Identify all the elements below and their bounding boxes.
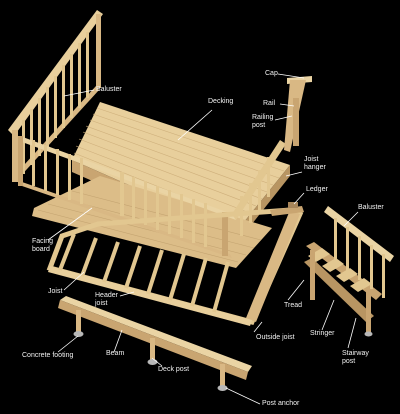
header-joist-piece (48, 266, 252, 326)
stairway-post-1 (310, 250, 315, 300)
label-baluster-right: Baluster (358, 204, 384, 211)
label-tread: Tread (284, 302, 303, 309)
label-beam: Beam (106, 350, 125, 357)
left-top-rail (8, 10, 103, 136)
label-stringer: Stringer (310, 330, 335, 337)
label-joist-hanger: Joist hanger (304, 156, 326, 171)
label-deck-post: Deck post (158, 366, 190, 373)
front-balusters (32, 140, 207, 247)
front-right-post (222, 212, 228, 256)
decking-boards (73, 107, 285, 222)
leader-lines (47, 73, 359, 405)
left-railing (8, 10, 103, 182)
label-joist: Joist (48, 288, 63, 295)
label-post-anchor: Post anchor (262, 400, 300, 407)
stairway-post-2 (366, 292, 371, 332)
beam-assembly (58, 296, 252, 391)
outside-joist-piece (246, 210, 300, 322)
joists (58, 233, 230, 313)
stair-balusters (334, 218, 385, 298)
label-stairway-post: Stairway post (342, 350, 369, 365)
label-decking: Decking (208, 98, 234, 105)
stairway (304, 206, 394, 337)
deck-post-2 (150, 338, 155, 360)
label-outside-joist: Outside joist (256, 334, 295, 341)
label-concrete-footing: Concrete footing (22, 352, 74, 359)
label-rail: Rail (263, 100, 276, 107)
left-back-post (96, 14, 101, 88)
left-corner-post (12, 130, 18, 182)
concrete-footing-1 (73, 331, 84, 337)
concrete-footing-2 (147, 359, 158, 365)
deck-post-1 (76, 310, 81, 332)
front-left-post (18, 136, 23, 186)
left-balusters (22, 32, 89, 174)
label-baluster-left: Baluster (96, 86, 122, 93)
joist-hanger-piece (288, 202, 298, 208)
deck-post-3 (220, 364, 225, 386)
label-ledger: Ledger (306, 186, 328, 193)
railing-post-group (284, 76, 312, 152)
stair-top-rail (324, 206, 394, 262)
label-railing-post: Railing post (252, 114, 274, 129)
beam-top (60, 296, 252, 372)
concrete-footing-3 (217, 385, 228, 391)
decking-surface (72, 102, 290, 232)
label-header-joist: Header joist (95, 292, 118, 307)
rail-piece (293, 98, 299, 146)
label-cap: Cap (265, 70, 278, 77)
ledger-piece (270, 206, 304, 216)
stringer-lower (304, 258, 374, 322)
joist-frame (46, 202, 304, 326)
stair-footing (364, 331, 373, 337)
label-facing-board: Facing board (32, 238, 54, 253)
